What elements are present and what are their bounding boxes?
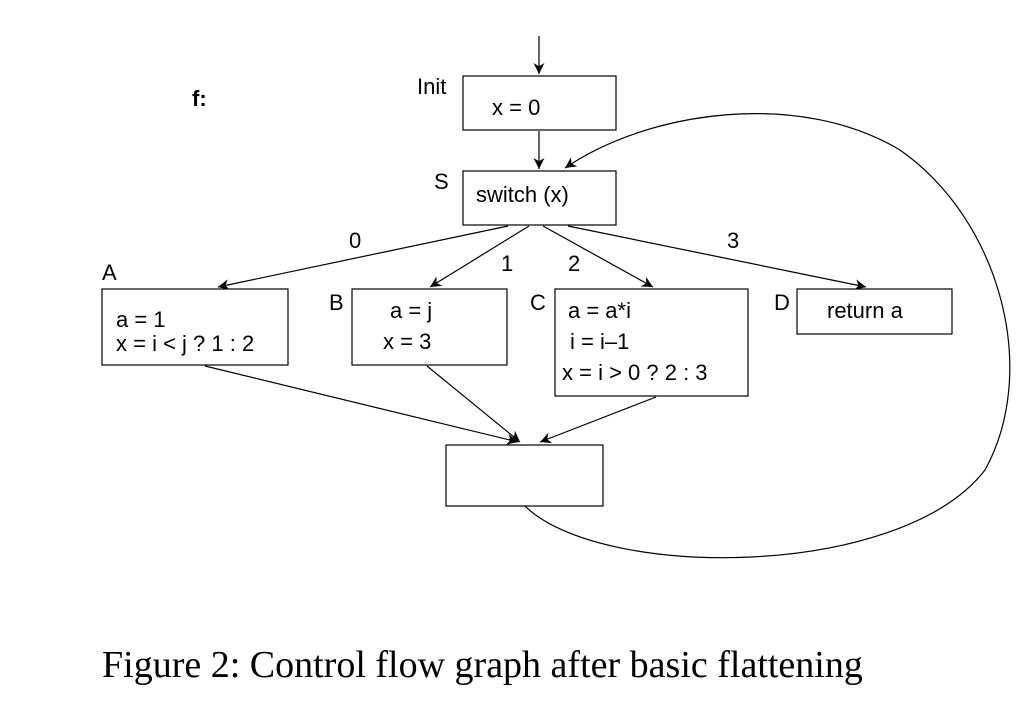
node-b-line-2: x = 3 [383, 329, 431, 354]
node-a-label: A [102, 260, 117, 285]
edge-switch-d [567, 225, 867, 291]
node-a: A a = 1 x = i < j ? 1 : 2 [101, 260, 289, 366]
node-init: Init x = 0 [417, 74, 617, 131]
node-switch-label: S [434, 169, 449, 194]
node-d-label: D [774, 290, 790, 315]
node-d-box [796, 288, 953, 335]
function-label: f: [192, 86, 207, 111]
edge-c-merge [539, 396, 657, 444]
edge-label-2: 2 [568, 251, 580, 276]
node-b-line-1: a = j [390, 298, 432, 323]
edge-b-merge [426, 365, 521, 443]
node-c-line-2: i = i–1 [570, 329, 629, 354]
node-c-line-1: a = a*i [568, 298, 631, 323]
edge-label-0: 0 [349, 228, 361, 253]
node-c-box [554, 288, 749, 397]
node-switch-box [462, 170, 617, 226]
node-a-box [101, 288, 289, 366]
node-b-box [351, 288, 508, 366]
node-c: C a = a*i i = i–1 x = i > 0 ? 2 : 3 [530, 288, 749, 397]
node-init-box [462, 75, 617, 131]
edge-label-1: 1 [501, 251, 513, 276]
edge-switch-b [429, 225, 530, 288]
node-c-line-3: x = i > 0 ? 2 : 3 [562, 360, 708, 385]
figure-caption: Figure 2: Control flow graph after basic… [102, 644, 863, 686]
node-b-label: B [329, 290, 344, 315]
node-merge-box [445, 444, 604, 507]
node-a-line-1: a = 1 [116, 307, 166, 332]
node-b: B a = j x = 3 [329, 288, 508, 366]
edge-a-merge [204, 365, 519, 445]
node-c-label: C [530, 290, 546, 315]
node-d: D return a [774, 288, 953, 335]
edge-switch-a [217, 225, 509, 291]
edge-label-3: 3 [727, 228, 739, 253]
node-init-line-1: x = 0 [492, 95, 540, 120]
edge-switch-c [542, 225, 654, 288]
node-merge [445, 444, 604, 507]
edge-merge-switch-loop [524, 113, 1011, 559]
node-switch-line-1: switch (x) [476, 182, 569, 207]
node-a-line-2: x = i < j ? 1 : 2 [116, 331, 254, 356]
node-switch: S switch (x) [434, 169, 617, 226]
node-init-label: Init [417, 74, 446, 99]
node-d-line-1: return a [827, 298, 904, 323]
